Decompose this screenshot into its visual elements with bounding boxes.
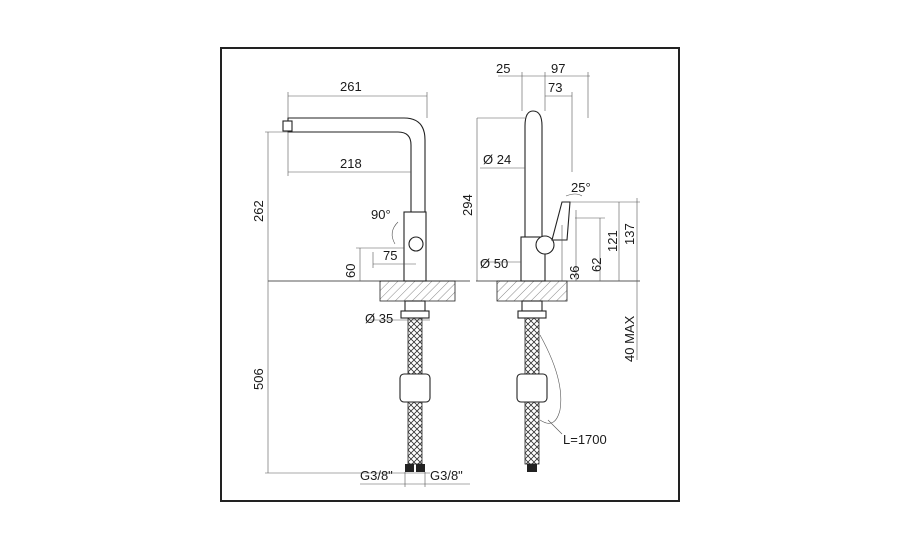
front-dim-60: 60 (343, 264, 358, 278)
side-lever (551, 201, 571, 241)
side-dim-36: 36 (567, 266, 582, 280)
front-dim-218: 218 (340, 156, 362, 171)
side-countertop (496, 280, 568, 302)
front-dim-506: 506 (251, 368, 266, 390)
side-dim-62: 62 (589, 258, 604, 272)
front-dim-thread-left: G3/8" (360, 468, 393, 483)
side-dim-25deg: 25° (571, 180, 591, 195)
side-dim-294: 294 (460, 194, 475, 216)
side-handle-knob (535, 235, 555, 255)
side-dim-137: 137 (622, 223, 637, 245)
side-dim-121: 121 (605, 230, 620, 252)
front-hose-lower (407, 401, 423, 465)
side-dim-97: 97 (551, 61, 565, 76)
drawing-frame (220, 47, 680, 502)
side-dim-25: 25 (496, 61, 510, 76)
front-dim-262: 262 (251, 200, 266, 222)
side-dim-73: 73 (548, 80, 562, 95)
front-dim-d35: Ø 35 (365, 311, 393, 326)
front-dim-261: 261 (340, 79, 362, 94)
side-dim-d50: Ø 50 (480, 256, 508, 271)
side-pullout-hose (539, 334, 562, 424)
front-dim-90: 90° (371, 207, 391, 222)
side-dim-hose-length: L=1700 (563, 432, 607, 447)
side-hose-lower (524, 401, 540, 465)
front-hose-upper (407, 317, 423, 375)
side-view: 25 97 73 Ø 24 294 25° Ø 50 36 62 121 137… (460, 61, 640, 472)
front-view: 261 218 262 90° 75 60 Ø 35 506 G3/8" G3/… (251, 79, 470, 487)
side-dim-40max: 40 MAX (622, 315, 637, 362)
side-dim-d24: Ø 24 (483, 152, 511, 167)
front-handle-knob (408, 236, 424, 252)
front-dim-thread-right: G3/8" (430, 468, 463, 483)
front-dim-75: 75 (383, 248, 397, 263)
front-countertop (379, 280, 456, 302)
side-hose-upper (524, 317, 540, 375)
